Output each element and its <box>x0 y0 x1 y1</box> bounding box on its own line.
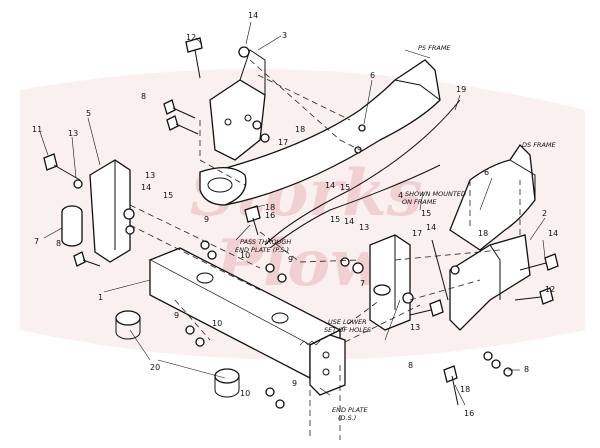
bracket-3 <box>209 49 266 161</box>
bracket-2 <box>449 234 531 331</box>
note-shown-mounted-2: ON FRAME <box>402 198 437 206</box>
note-end-plate-2: (D.S.) <box>338 414 356 422</box>
callout-14e: 14 <box>426 223 436 232</box>
callout-18b: 18 <box>295 125 305 134</box>
note-use-lower-2: SET OF HOLES <box>324 326 371 334</box>
callout-9c: 9 <box>288 255 293 264</box>
rod-19-second-line <box>269 164 441 249</box>
callout-10c: 10 <box>240 389 250 398</box>
callout-8d: 8 <box>524 365 529 374</box>
callout-3: 3 <box>282 31 287 40</box>
callout-18: 18 <box>265 203 275 212</box>
bracket-4 <box>369 234 411 331</box>
leader-lines <box>39 21 546 406</box>
callout-2: 2 <box>542 209 547 218</box>
assembly-lines <box>129 59 521 440</box>
callout-12: 12 <box>186 33 196 42</box>
callout-14f: 14 <box>548 229 558 238</box>
callout-15c: 15 <box>330 215 340 224</box>
bushing-20-b <box>214 368 240 398</box>
callout-7b: 7 <box>360 279 365 288</box>
note-use-lower-1: USE LOWER <box>328 318 367 326</box>
callout-13b: 13 <box>145 171 155 180</box>
callout-9b: 9 <box>204 215 209 224</box>
callout-4: 4 <box>398 191 403 200</box>
rod-19 <box>264 99 461 246</box>
callout-13d: 13 <box>410 323 420 332</box>
callout-13: 13 <box>68 129 78 138</box>
callout-8: 8 <box>141 92 146 101</box>
spring-detail <box>299 340 321 346</box>
callout-8c: 8 <box>408 361 413 370</box>
callout-16: 16 <box>265 211 275 220</box>
callout-14d: 14 <box>344 217 354 226</box>
callout-15d: 15 <box>421 209 431 218</box>
callout-labels: 12 14 3 8 5 11 13 13 14 15 7 8 1 20 9 10… <box>32 11 558 418</box>
callout-16b: 16 <box>464 409 474 418</box>
bracket-5 <box>89 159 131 263</box>
ps-frame-rail <box>198 59 441 206</box>
nuts-and-washers <box>73 46 513 409</box>
bushing-20-a <box>115 310 141 340</box>
callout-19: 19 <box>456 85 466 94</box>
callout-15: 15 <box>163 191 173 200</box>
callout-1: 1 <box>98 293 103 302</box>
callout-18c: 18 <box>478 229 488 238</box>
callout-20: 20 <box>150 363 160 372</box>
diagram-notes: PS FRAME DS FRAME SHOWN MOUNTED ON FRAME… <box>235 44 557 422</box>
callout-18d: 18 <box>460 385 470 394</box>
callout-13c: 13 <box>359 223 369 232</box>
callout-17: 17 <box>278 138 288 147</box>
callout-12b: 12 <box>545 285 555 294</box>
callout-9d: 9 <box>292 379 297 388</box>
callout-14c: 14 <box>325 181 335 190</box>
spacer-7-left <box>61 205 83 247</box>
callout-5: 5 <box>86 109 91 118</box>
note-ds-frame: DS FRAME <box>522 141 557 149</box>
bolt-hardware <box>43 37 559 406</box>
callout-6b: 6 <box>484 168 489 177</box>
callout-10: 10 <box>212 319 222 328</box>
callout-6: 6 <box>370 71 375 80</box>
callout-14b: 14 <box>141 183 151 192</box>
ds-frame-rail <box>449 143 536 251</box>
note-ps-frame: PS FRAME <box>418 44 451 52</box>
callout-15b: 15 <box>340 183 350 192</box>
note-pass-through-1: PASS THROUGH <box>240 238 291 246</box>
note-shown-mounted-1: SHOWN MOUNTED <box>405 190 466 198</box>
callout-11: 11 <box>32 125 42 134</box>
note-end-plate-1: END PLATE <box>332 406 369 414</box>
note-pass-through-2: END PLATE (P.S.) <box>235 246 289 254</box>
callout-10b: 10 <box>240 251 250 260</box>
callout-9: 9 <box>174 311 179 320</box>
pin-16 <box>431 239 449 301</box>
callout-17b: 17 <box>412 229 422 238</box>
callout-14: 14 <box>248 11 258 20</box>
callout-7: 7 <box>34 237 39 246</box>
callout-8b: 8 <box>56 239 61 248</box>
